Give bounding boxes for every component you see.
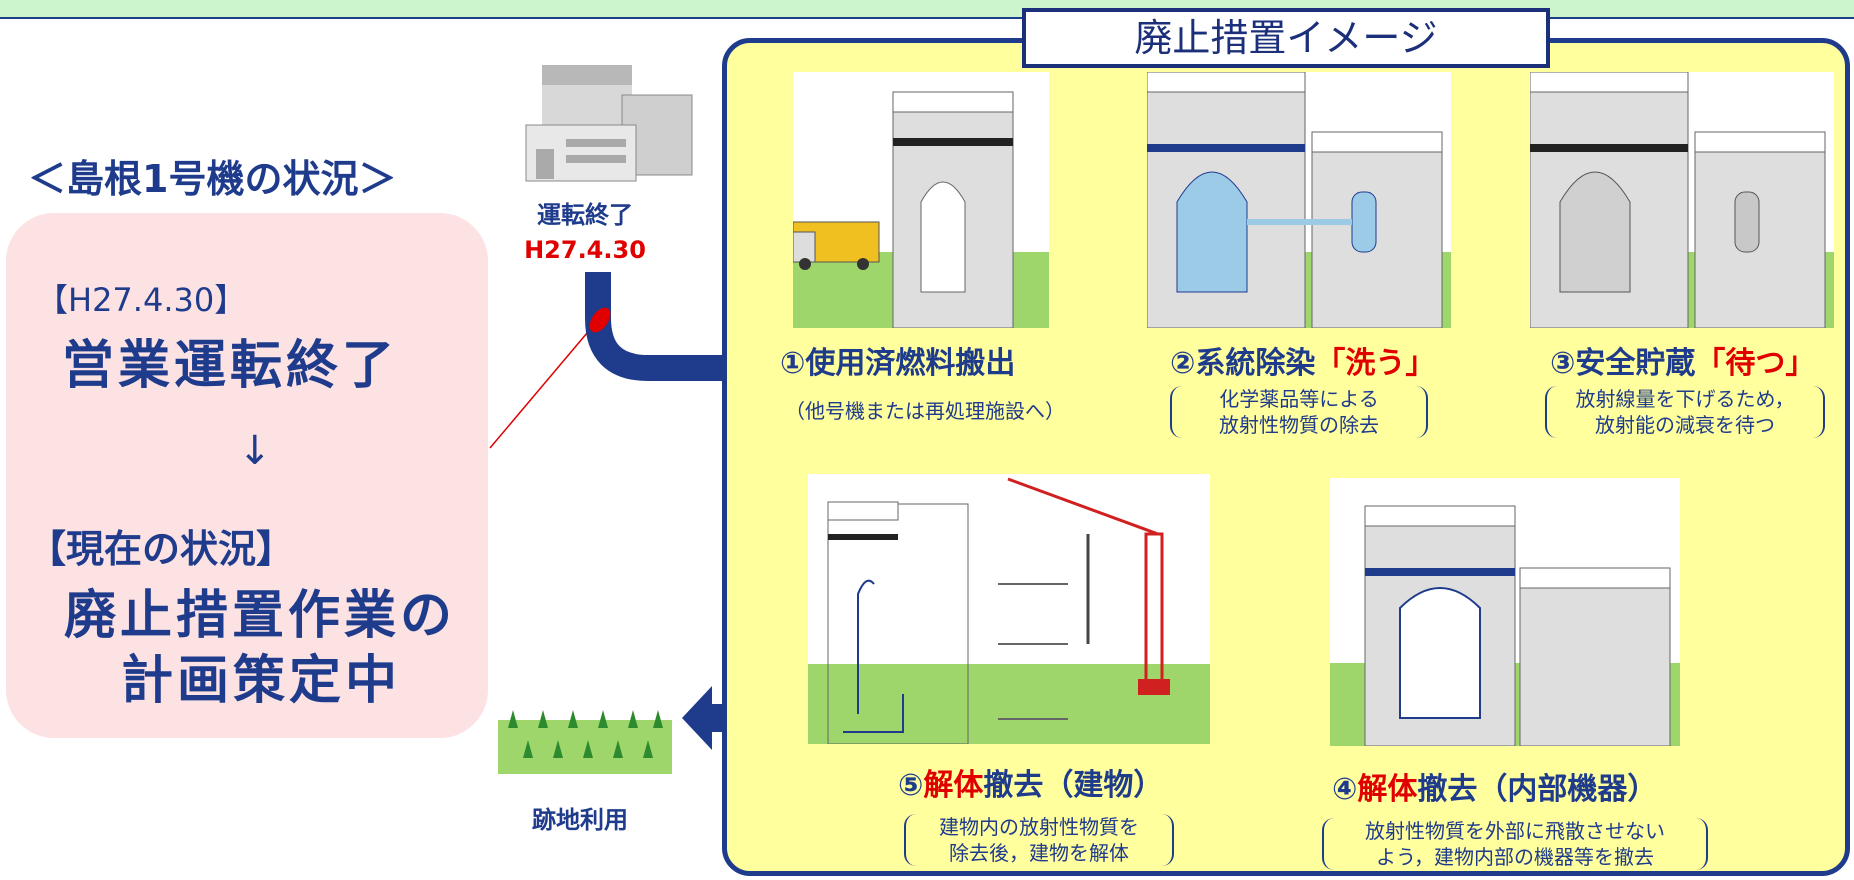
step4-title: ④解体撤去（内部機器）: [1332, 772, 1658, 807]
current-label: 【現在の状況】: [28, 527, 295, 571]
red-dot: [589, 307, 611, 333]
step3-note: 放射線量を下げるため， 放射能の減衰を待つ: [1545, 386, 1825, 438]
operation-end-date: H27.4.30: [524, 236, 646, 264]
step4-illustration: [1330, 478, 1680, 746]
step2-illustration: [1147, 72, 1451, 328]
current-line2: 計画策定中: [121, 651, 402, 711]
step5-title: ⑤解体撤去（建物）: [898, 768, 1164, 803]
step5-illustration: [808, 474, 1210, 744]
power-plant-icon: [525, 65, 693, 182]
current-line1: 廃止措置作業の: [64, 586, 457, 646]
step1-note: （他号機または再処理施設へ）: [785, 399, 1065, 423]
step1-illustration: [793, 72, 1049, 328]
first-value: 営業運転終了: [62, 336, 399, 396]
status-box: 【H27.4.30】 営業運転終了 ↓ 【現在の状況】 廃止措置作業の 計画策定…: [6, 213, 488, 738]
step3-illustration: [1530, 72, 1834, 328]
step4-note: 放射性物質を外部に飛散させない よう，建物内部の機器等を撤去: [1322, 818, 1708, 870]
red-connector-line: [489, 319, 599, 449]
curved-arrow-1: [585, 272, 738, 381]
site-use-label: 跡地利用: [532, 806, 628, 834]
status-heading: ＜島根1号機の状況＞: [28, 157, 397, 201]
operation-end-label: 運転終了: [537, 201, 633, 229]
panel-title: 廃止措置イメージ: [1022, 8, 1550, 68]
grass-field-icon: [498, 710, 672, 774]
first-label: 【H27.4.30】: [36, 281, 247, 319]
step1-title: ①使用済燃料搬出: [780, 346, 1016, 381]
step2-note: 化学薬品等による 放射性物質の除去: [1170, 386, 1428, 438]
step3-title: ③安全貯蔵「待つ」: [1550, 346, 1816, 381]
step2-title: ②系統除染「洗う」: [1170, 346, 1436, 381]
step5-note: 建物内の放射性物質を 除去後，建物を解体: [904, 814, 1174, 866]
down-arrow: ↓: [238, 428, 272, 474]
